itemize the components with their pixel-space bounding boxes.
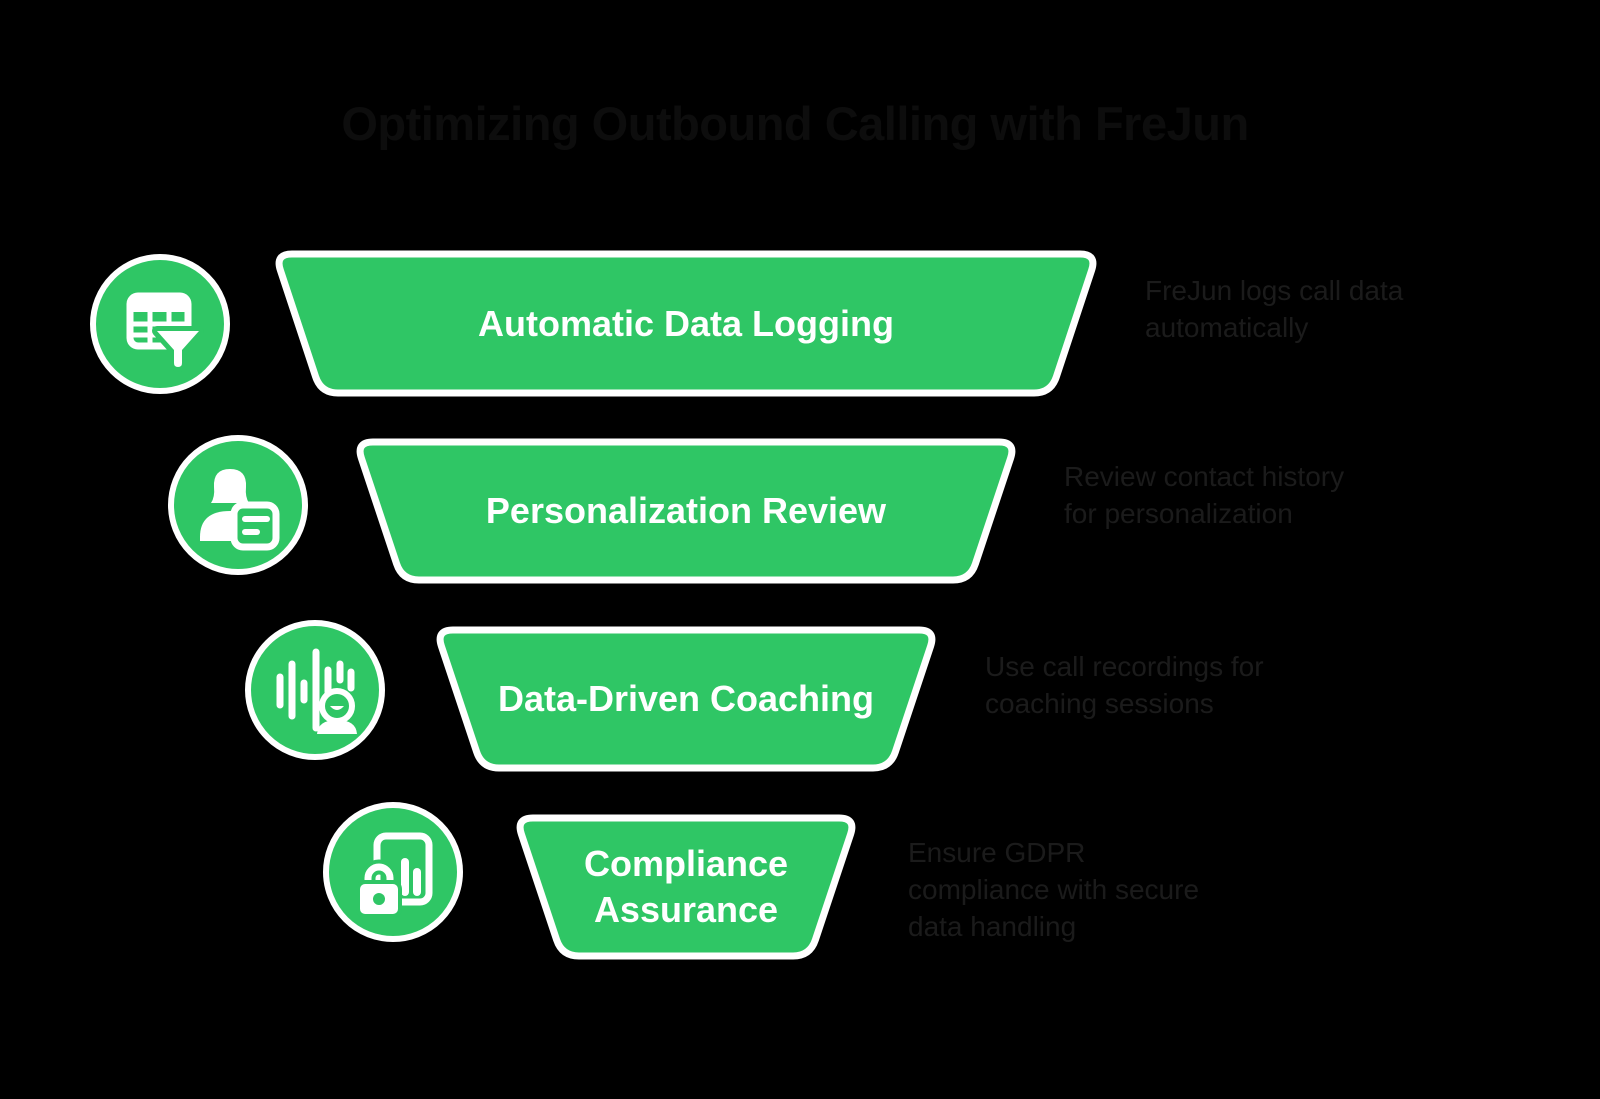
funnel-stage-label: Data-Driven Coaching xyxy=(497,678,875,719)
caption-line: Ensure GDPR xyxy=(908,837,1086,868)
caption-line: compliance with secure xyxy=(908,874,1200,905)
page-title: Optimizing Outbound Calling with FreJun xyxy=(341,97,1249,150)
caption-line: for personalization xyxy=(1064,498,1293,529)
caption-line: automatically xyxy=(1145,312,1309,343)
stage-caption-data-driven-coaching: Use call recordings for coaching session… xyxy=(985,648,1264,722)
caption-line: FreJun logs call data xyxy=(1145,275,1404,306)
funnel-stage-label: Automatic Data Logging xyxy=(478,302,894,344)
funnel-bar-shape xyxy=(275,250,1097,397)
funnel-stage-automatic-data-logging: Automatic Data Logging xyxy=(271,250,1101,397)
funnel-stage-label: Personalization Review xyxy=(485,490,887,531)
stage-caption-personalization-review: Review contact history for personalizati… xyxy=(1064,458,1344,532)
caption-line: coaching sessions xyxy=(985,688,1214,719)
caption-line: Use call recordings for xyxy=(985,651,1264,682)
funnel-bar-shape xyxy=(516,814,856,960)
voice-waveform-person-icon xyxy=(245,620,385,760)
funnel-stage-data-driven-coaching: Data-Driven Coaching xyxy=(432,626,940,772)
caption-line: data handling xyxy=(908,911,1077,942)
funnel-bar-shape xyxy=(436,626,936,772)
document-lock-icon xyxy=(323,802,463,942)
funnel-stage-label: Compliance Assurance xyxy=(583,843,789,930)
table-filter-icon xyxy=(90,254,230,394)
caption-line: Review contact history xyxy=(1064,461,1345,492)
person-note-icon xyxy=(168,435,308,575)
funnel-stage-personalization-review: Personalization Review xyxy=(352,438,1020,584)
stage-caption-automatic-data-logging: FreJun logs call data automatically xyxy=(1145,272,1403,346)
funnel-bar-shape xyxy=(356,438,1016,584)
stage-caption-compliance-assurance: Ensure GDPR compliance with secure data … xyxy=(908,834,1199,945)
funnel-stage-compliance-assurance: Compliance Assurance xyxy=(512,814,860,960)
